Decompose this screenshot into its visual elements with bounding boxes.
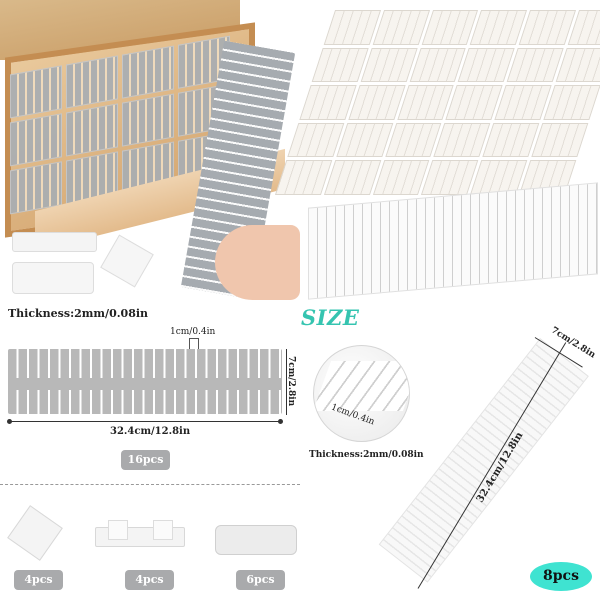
length-dimension-line xyxy=(7,419,283,424)
quantity-badge-white-dividers: 8pcs xyxy=(530,562,592,591)
t-connector-image xyxy=(100,234,154,288)
quantity-badge-double-clip: 4pcs xyxy=(125,570,174,590)
height-dimension-line xyxy=(286,349,287,415)
dashed-separator xyxy=(0,484,300,485)
slot-gap-label: 1cm/0.4in xyxy=(170,327,216,337)
size-heading: SIZE xyxy=(301,305,360,330)
hand-image xyxy=(215,225,300,300)
quantity-badge-dividers: 16pcs xyxy=(121,450,170,470)
height-label: 7cm/2.8in xyxy=(286,356,296,407)
thickness-label: Thickness:2mm/0.08in xyxy=(8,307,149,320)
double-clip-part xyxy=(95,520,185,547)
thickness-label-right: Thickness:2mm/0.08in xyxy=(309,450,424,460)
white-divider-stack xyxy=(308,182,598,300)
white-divider-grid-photo xyxy=(274,10,600,195)
white-divider-diagram xyxy=(378,338,589,583)
quantity-badge-end-cap: 6pcs xyxy=(236,570,285,590)
double-clip-image xyxy=(12,232,97,252)
length-label: 32.4cm/12.8in xyxy=(110,426,191,437)
quantity-badge-t-connector: 4pcs xyxy=(14,570,63,590)
grey-divider-band xyxy=(8,378,282,390)
drawer-photo xyxy=(0,0,300,300)
end-cap-part xyxy=(215,525,297,555)
magnified-detail-circle xyxy=(313,345,410,442)
t-connector-part xyxy=(7,505,63,561)
slot-gap-marker xyxy=(189,338,199,350)
end-cap-image xyxy=(12,262,94,294)
